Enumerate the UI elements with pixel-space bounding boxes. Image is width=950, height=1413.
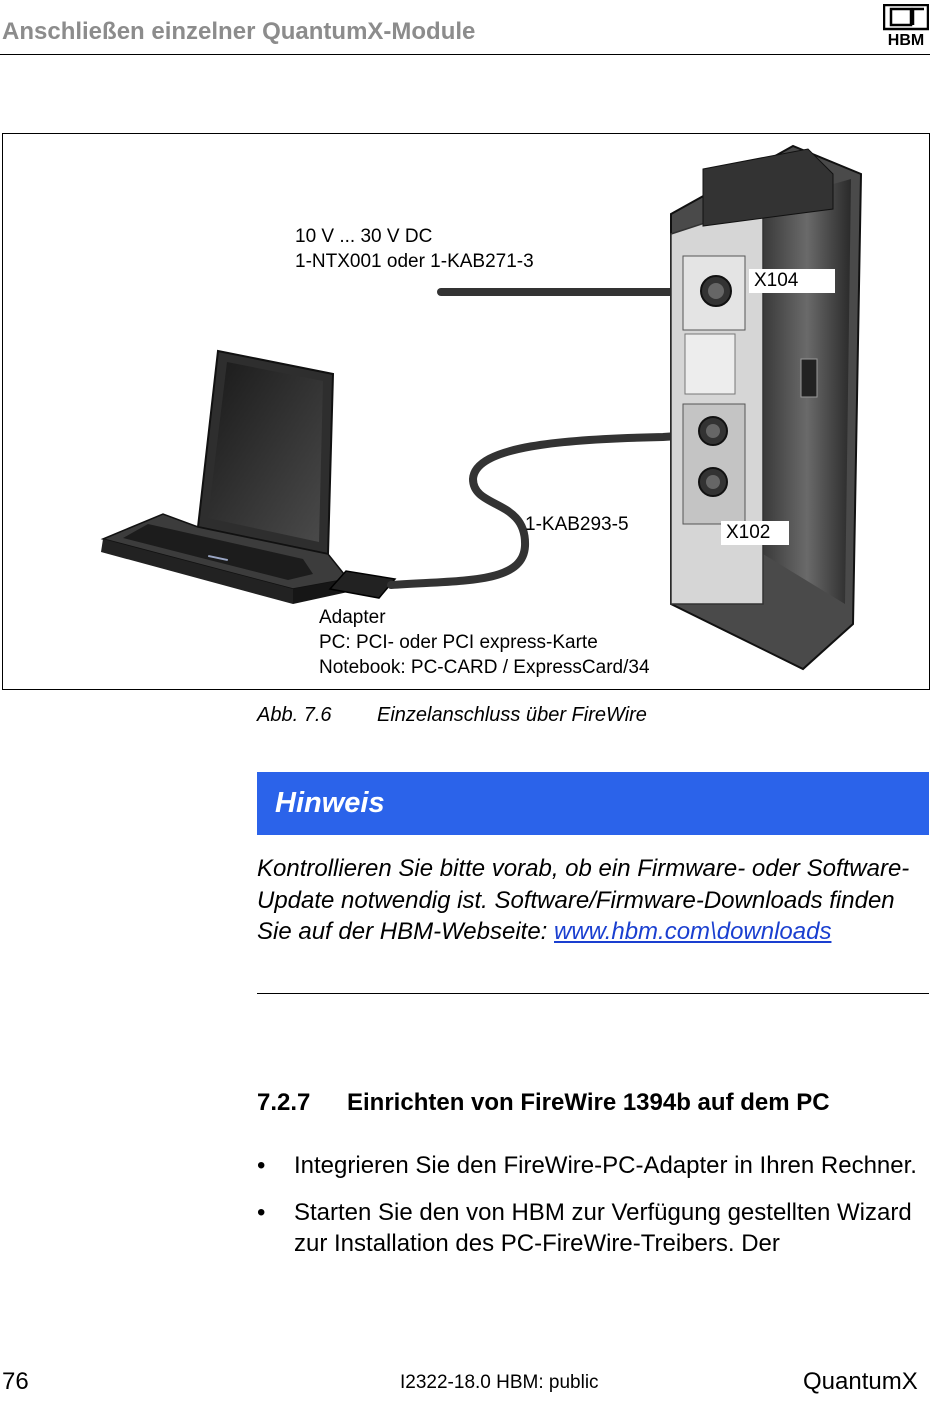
quantumx-module-icon [670,144,863,671]
list-item: • Starten Sie den von HBM zur Verfügung … [257,1197,937,1260]
cable-label: 1-KAB293-5 [525,514,629,535]
list-item-text: Starten Sie den von HBM zur Verfügung ge… [294,1198,912,1258]
bullet-symbol: • [257,1198,266,1226]
hbm-logo-text: HBM [888,32,924,46]
laptop-icon [100,349,350,604]
power-supply-label-line2: 1-NTX001 oder 1-KAB271-3 [295,251,534,272]
page-header-title: Anschließen einzelner QuantumX-Module [2,18,476,45]
section-title: Einrichten von FireWire 1394b auf dem PC [347,1089,830,1116]
adapter-label-line3: Notebook: PC-CARD / ExpressCard/34 [319,657,650,678]
note-rule [257,993,929,994]
list-item: • Integrieren Sie den FireWire-PC-Adapte… [257,1150,937,1182]
bullet-symbol: • [257,1152,266,1179]
section-number: 7.2.7 [257,1089,311,1116]
footer-page-number: 76 [2,1368,29,1395]
firewire-connection-illustration [100,144,863,671]
connector-label-x102: X102 [721,521,789,545]
bullet-list: • Integrieren Sie den FireWire-PC-Adapte… [257,1150,937,1275]
adapter-label-line2: PC: PCI- oder PCI express-Karte [319,632,598,653]
list-item-text: Integrieren Sie den FireWire-PC-Adapter … [294,1152,917,1179]
hbm-logo: HBM [883,4,929,46]
figure-caption-number: Abb. 7.6 [257,704,332,726]
figure-caption-text: Einzelanschluss über FireWire [377,704,647,726]
note-header-bar: Hinweis [257,772,929,835]
power-supply-label-line1: 10 V ... 30 V DC [295,226,433,247]
footer-product-name: QuantumX [803,1368,918,1395]
downloads-link[interactable]: www.hbm.­com\downloads [554,918,832,945]
figure-frame: 10 V ... 30 V DC 1-NTX001 oder 1-KAB271-… [2,133,930,690]
footer-document-id: I2322-18.0 HBM: public [400,1372,599,1393]
adapter-card-icon [328,570,397,599]
note-title: Hinweis [275,787,385,819]
header-rule [0,54,930,55]
figure-caption: Abb. 7.6 Einzelanschluss über FireWire [257,704,647,727]
section-heading: 7.2.7 Einrichten von FireWire 1394b auf d… [257,1089,830,1117]
note-body: Kontrollieren Sie bitte vorab, ob ein Fi… [257,855,910,945]
firewire-cable [387,430,712,589]
connector-label-x104: X104 [749,269,835,293]
note-text: Kontrollieren Sie bitte vorab, ob ein Fi… [257,853,929,948]
adapter-label-line1: Adapter [319,607,386,628]
